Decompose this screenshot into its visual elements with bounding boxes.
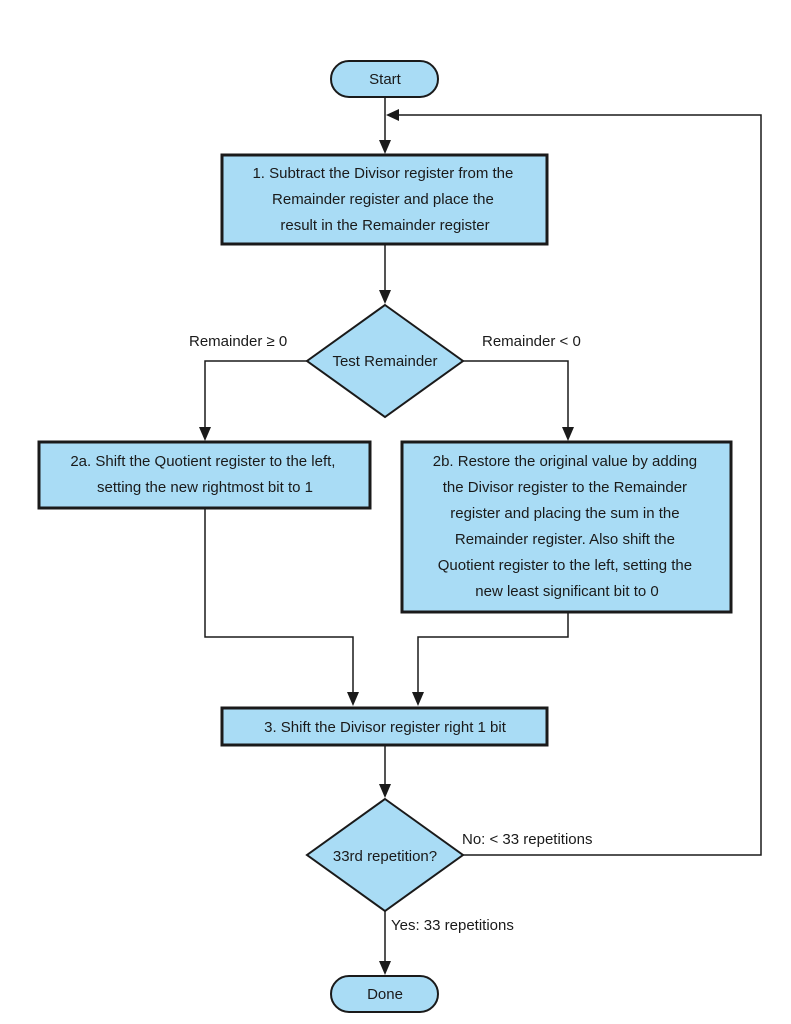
edge-label-remainder-lt-zero: Remainder < 0 (482, 333, 581, 350)
edge-label-done: Yes: 33 repetitions (391, 917, 514, 934)
step2b-line: 2b. Restore the original value by adding (433, 453, 697, 470)
edge-step2a-to-step3 (204, 508, 354, 692)
edge-label-remainder-ge-zero: Remainder ≥ 0 (189, 333, 287, 350)
step2a-line: 2a. Shift the Quotient register to the l… (70, 453, 335, 470)
repetition-test-label: 33rd repetition? (333, 848, 437, 865)
edge-test-to-step2a (204, 360, 307, 427)
arrowhead-step2a-top (199, 427, 211, 441)
step2b-text: 2b. Restore the original value by adding… (433, 453, 702, 600)
arrowhead-done-top (379, 961, 391, 975)
arrowhead-loop-back (386, 109, 399, 121)
step2b-line: new least significant bit to 0 (475, 583, 658, 600)
start-terminal (330, 60, 439, 98)
step1-line: result in the Remainder register (280, 217, 489, 234)
step2b-line: the Divisor register to the Remainder (443, 479, 687, 496)
step3-box (220, 706, 549, 747)
arrowhead-step2b-top (562, 427, 574, 441)
step3-label: 3. Shift the Divisor register right 1 bi… (264, 719, 507, 736)
step2b-line: Remainder register. Also shift the (455, 531, 675, 548)
step2a-box (37, 440, 372, 510)
step2a-text: 2a. Shift the Quotient register to the l… (70, 453, 339, 496)
step1-text: 1. Subtract the Divisor register from th… (252, 165, 517, 234)
step2b-line: register and placing the sum in the (450, 505, 679, 522)
arrowhead-rep-test-top (379, 784, 391, 798)
edge-label-not-done: No: < 33 repetitions (462, 831, 593, 848)
step2b-box (400, 440, 733, 614)
done-terminal (330, 975, 439, 1013)
step1-box (220, 153, 549, 246)
arrowhead-step1-top (379, 140, 391, 154)
repetition-test-diamond (305, 797, 465, 913)
done-label: Done (367, 986, 403, 1003)
start-label: Start (369, 71, 402, 88)
edge-loop-back (399, 114, 762, 856)
arrowhead-step3-left (347, 692, 359, 706)
step1-line: 1. Subtract the Divisor register from th… (252, 165, 513, 182)
arrowhead-step3-right (412, 692, 424, 706)
step2a-line: setting the new rightmost bit to 1 (97, 479, 313, 496)
arrowhead-test-top (379, 290, 391, 304)
step2b-line: Quotient register to the left, setting t… (438, 557, 692, 574)
step1-line: Remainder register and place the (272, 191, 494, 208)
test-remainder-label: Test Remainder (332, 353, 437, 370)
edge-test-to-step2b (463, 360, 569, 427)
test-remainder-diamond (305, 303, 465, 419)
edge-step2b-to-step3 (417, 612, 569, 692)
